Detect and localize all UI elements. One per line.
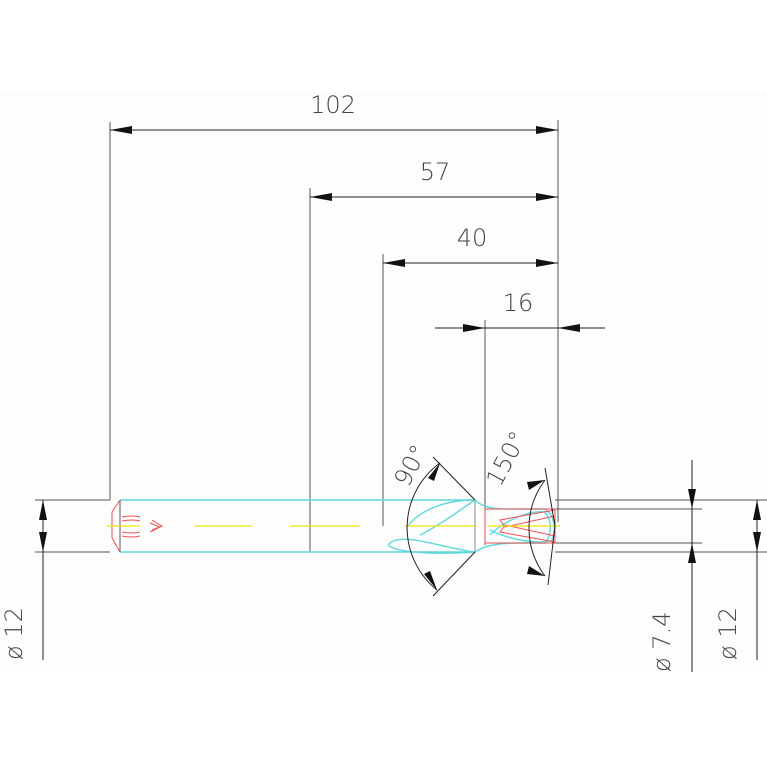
- dimension-57-label: 57: [420, 158, 451, 186]
- diameter-tip-label: ø 7.4: [648, 612, 676, 672]
- dimension-102-label: 102: [310, 91, 356, 119]
- dimension-diameter-tip: ø 7.4: [648, 460, 696, 672]
- extension-lines: [35, 120, 767, 553]
- dimension-40: 40: [383, 224, 558, 267]
- diameter-left-label: ø 12: [0, 607, 28, 660]
- dimension-40-label: 40: [457, 224, 488, 252]
- dimension-16: 16: [435, 289, 605, 332]
- dimension-diameter-right: ø 12: [714, 500, 761, 660]
- dimension-diameter-left: ø 12: [0, 500, 47, 660]
- dimension-16-label: 16: [503, 289, 534, 317]
- dimension-102: 102: [110, 91, 558, 134]
- diameter-right-label: ø 12: [714, 607, 742, 660]
- dimension-57: 57: [310, 158, 558, 201]
